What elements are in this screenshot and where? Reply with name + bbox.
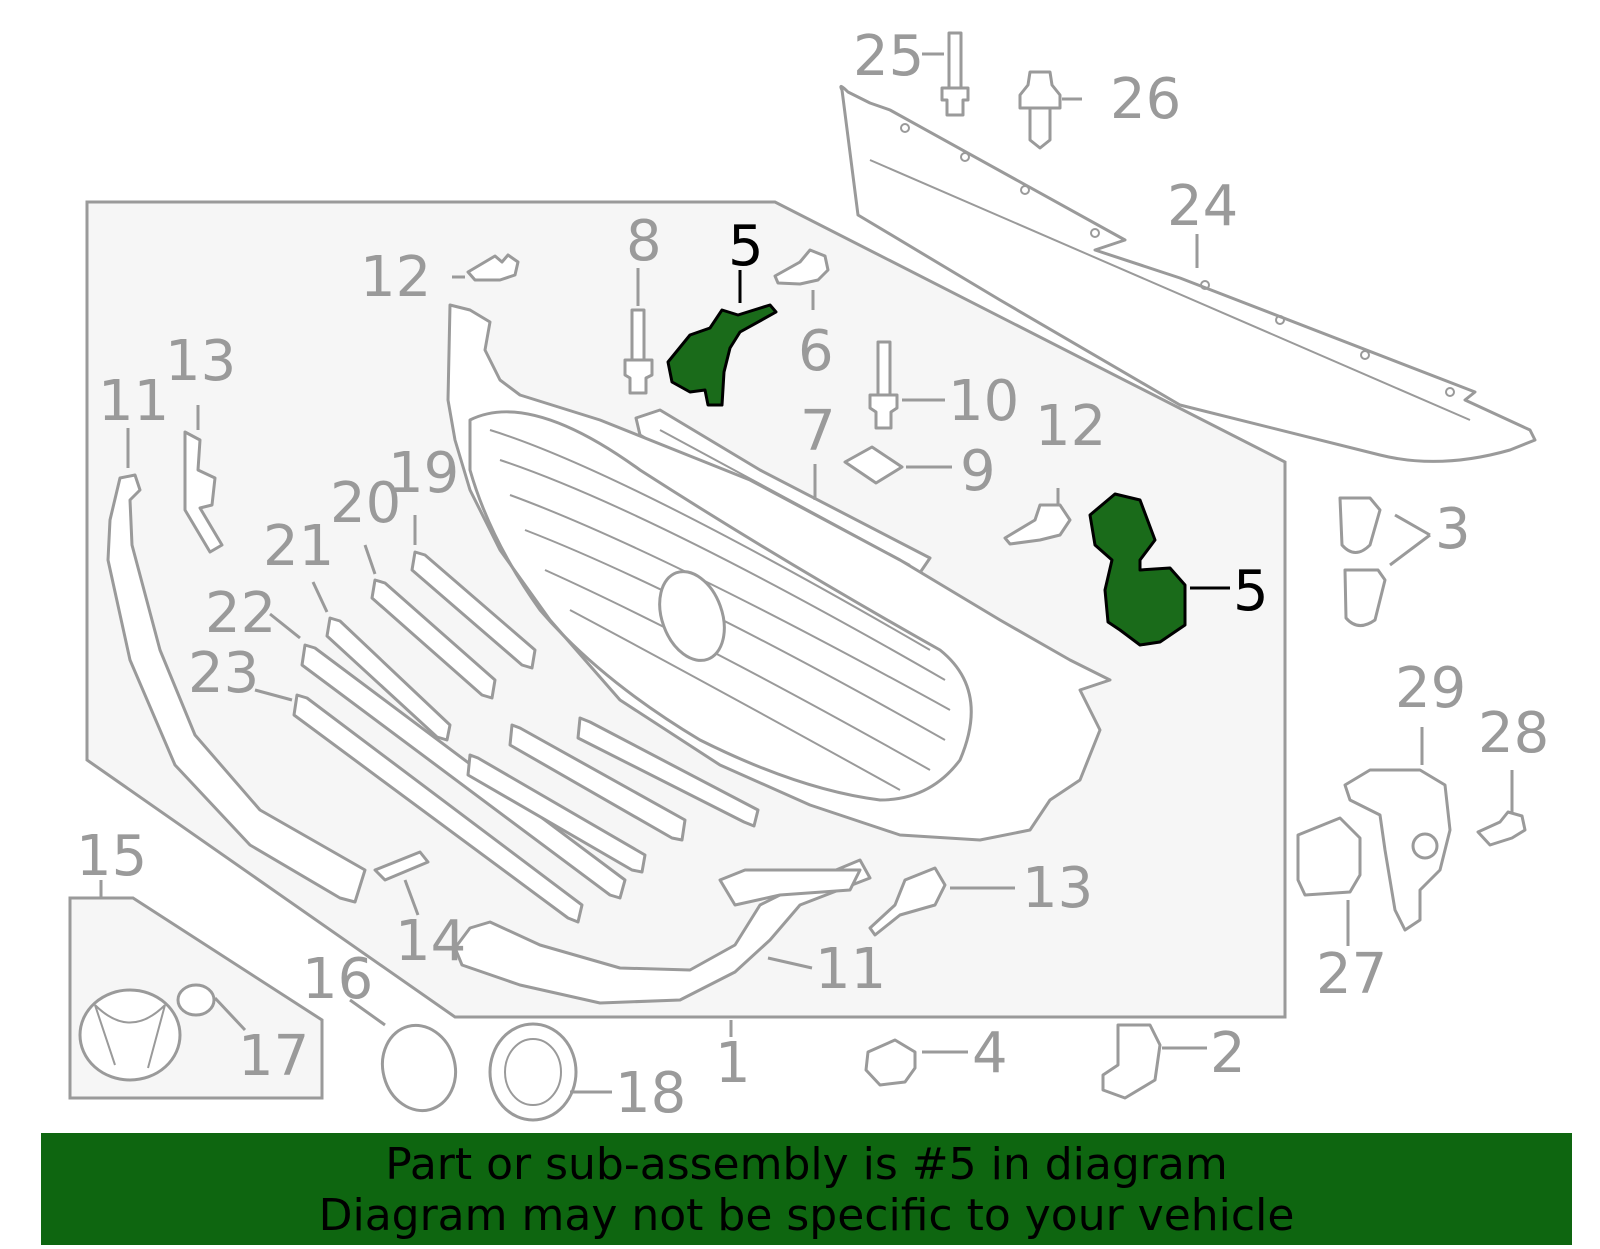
grille-body-part	[446, 303, 1112, 842]
callout-18: 18	[615, 1061, 686, 1126]
cover-16-part	[380, 1023, 458, 1113]
molding-lower-c	[576, 716, 760, 828]
callout-7: 7	[800, 399, 836, 464]
callout-10: 10	[948, 369, 1019, 434]
callout-4: 4	[972, 1021, 1008, 1086]
callout-19: 19	[388, 441, 459, 506]
callout-21: 21	[263, 514, 334, 579]
pad-9-part	[843, 445, 904, 485]
side-molding-11b-part	[453, 858, 872, 1005]
molding-19-part	[410, 550, 537, 670]
bracket-5a-highlighted-part	[666, 303, 778, 407]
callout-25: 25	[853, 24, 924, 89]
molding-21-part	[325, 616, 452, 742]
bracket-13b-part	[868, 866, 947, 937]
bolt-12b-part	[1003, 503, 1072, 546]
callout-12a: 12	[360, 245, 431, 310]
callout-15: 15	[76, 824, 147, 889]
emblem-mount-ring	[658, 570, 726, 662]
leader-lines	[99, 52, 1514, 1094]
callout-12b: 12	[1035, 394, 1106, 459]
grommet-17-part	[176, 983, 216, 1017]
clip-26-part	[1018, 70, 1062, 150]
callout-9: 9	[960, 439, 996, 504]
callout-5a: 5	[728, 214, 764, 279]
bolt-6-part	[773, 248, 830, 286]
pin-8-part	[623, 308, 654, 395]
clip-14-part	[373, 850, 430, 882]
callout-28: 28	[1478, 701, 1549, 766]
callout-29: 29	[1395, 656, 1466, 721]
callout-22: 22	[205, 581, 276, 646]
pin-25-part	[940, 31, 970, 117]
callout-14: 14	[395, 909, 466, 974]
banner-line-1: Part or sub-assembly is #5 in diagram	[385, 1139, 1228, 1190]
emblem-15-part	[78, 988, 182, 1082]
pin-10-part	[868, 340, 899, 430]
info-banner: Part or sub-assembly is #5 in diagram Di…	[41, 1133, 1572, 1245]
bracket-5b-highlighted-part	[1088, 492, 1187, 647]
ring-18-inner	[504, 1038, 562, 1106]
nut-4-part	[864, 1038, 917, 1087]
callout-5b: 5	[1233, 559, 1269, 624]
callout-1: 1	[715, 1031, 751, 1096]
bracket-2-part	[1101, 1023, 1162, 1100]
banner-line-2: Diagram may not be specific to your vehi…	[318, 1190, 1295, 1241]
sensor-27-part	[1296, 816, 1362, 897]
ring-18-part	[488, 1022, 578, 1122]
callout-3: 3	[1435, 497, 1471, 562]
callout-17: 17	[238, 1024, 309, 1089]
molding-20-part	[370, 578, 497, 700]
side-molding-11b-tip	[718, 868, 862, 907]
callout-2: 2	[1210, 1021, 1246, 1086]
callout-11a: 11	[98, 369, 169, 434]
callout-8: 8	[626, 209, 662, 274]
bolt-28-part	[1476, 810, 1527, 847]
callout-13b: 13	[1022, 856, 1093, 921]
bolt-12a-part	[466, 253, 520, 282]
upper-shield-part	[839, 85, 1537, 463]
molding-lower-a	[508, 723, 687, 842]
side-molding-11a-part	[106, 473, 367, 904]
callout-6: 6	[798, 319, 834, 384]
callout-11b: 11	[815, 937, 886, 1002]
callout-13a: 13	[165, 329, 236, 394]
molding-strips	[292, 550, 760, 924]
callout-26: 26	[1110, 67, 1181, 132]
callout-labels: 25 26 24 8 5 6 12 13 11 10 7 9 12 19 20 …	[76, 24, 1549, 1126]
callout-27: 27	[1316, 942, 1387, 1007]
molding-22-part	[300, 643, 627, 900]
molding-lower-b	[466, 753, 647, 874]
bracket-13a-part	[183, 430, 224, 554]
callout-24: 24	[1167, 174, 1238, 239]
callout-20: 20	[330, 471, 401, 536]
callout-16: 16	[302, 947, 373, 1012]
sensor-bracket-29-part	[1343, 768, 1452, 932]
callout-23: 23	[188, 641, 259, 706]
molding-23-part	[292, 693, 584, 924]
clip-3-part	[1338, 496, 1387, 627]
